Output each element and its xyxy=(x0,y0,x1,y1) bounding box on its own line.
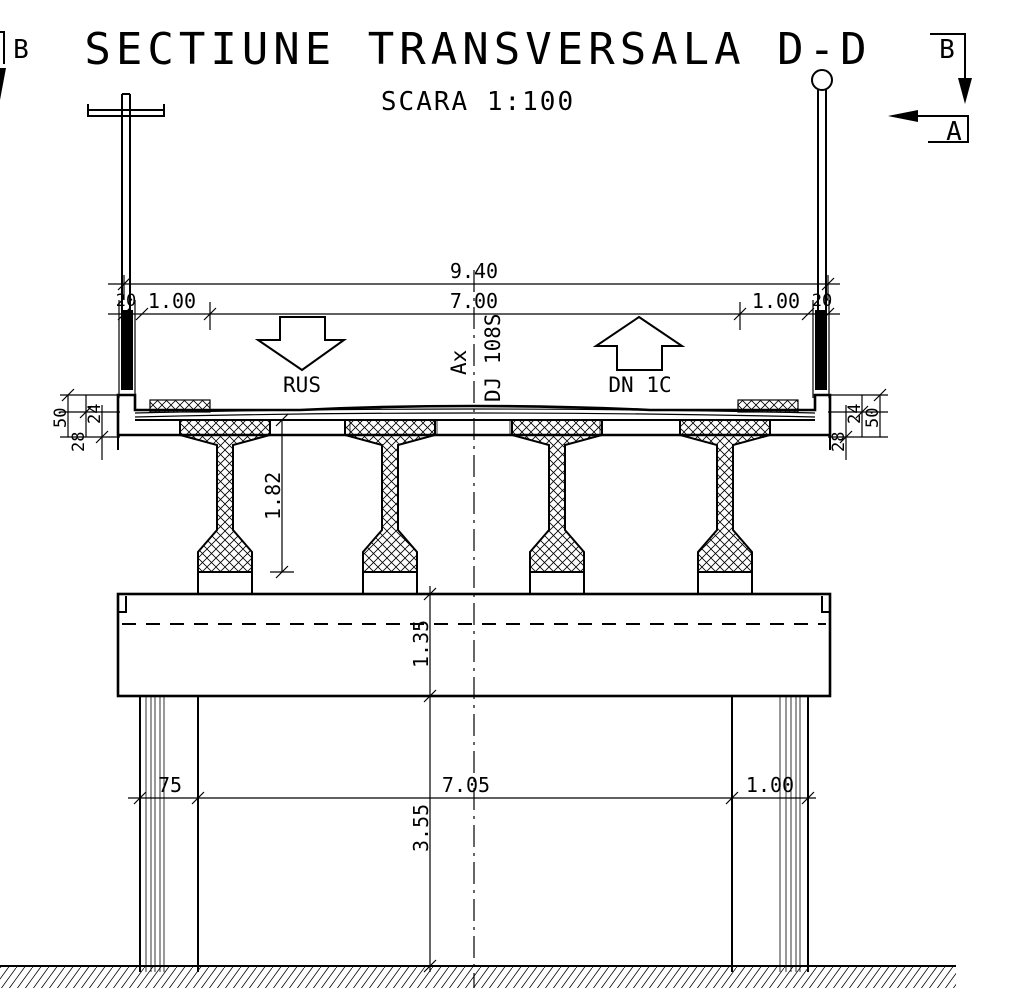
scale-label: SCARA 1:100 xyxy=(381,87,575,117)
dimension-beam-height: 1.82 xyxy=(261,413,294,579)
axis-label-ax: Ax xyxy=(447,350,471,375)
section-marker-left: B xyxy=(0,31,31,100)
axis-label-road: DJ 108S xyxy=(481,313,505,402)
section-marker-left-label: B xyxy=(13,35,31,65)
traffic-direction-left: RUS xyxy=(283,373,321,397)
precast-beam xyxy=(679,419,771,595)
ground-line xyxy=(0,965,956,988)
dimension-total-width: 9.40 xyxy=(108,259,840,300)
dimension-column-spacing: 75 7.05 1.00 xyxy=(128,773,816,805)
dim-total-width: 9.40 xyxy=(450,259,498,283)
precast-beam xyxy=(511,419,603,595)
right-column xyxy=(731,696,809,972)
dim-column-spacing: 7.05 xyxy=(442,773,490,797)
dim-column-left: 75 xyxy=(158,773,182,797)
dim-left-28: 28 xyxy=(69,432,89,452)
dim-column-height: 3.55 xyxy=(409,804,433,852)
traffic-direction-right: DN 1C xyxy=(608,373,671,397)
dim-left-50: 50 xyxy=(51,408,71,428)
drawing-title: SECTIUNE TRANSVERSALA D-D xyxy=(84,24,871,75)
dimension-carriageway: 7.00 1.00 1.00 20 20 xyxy=(108,289,840,330)
section-marker-right-top-label: B xyxy=(939,35,957,65)
traffic-arrow-down: RUS xyxy=(254,316,348,397)
dim-carriageway: 7.00 xyxy=(450,289,498,313)
right-edge-dimensions: 28 24 50 xyxy=(828,388,888,460)
dim-parapet-left: 20 xyxy=(116,291,136,311)
left-parapet xyxy=(118,300,136,398)
right-parapet xyxy=(812,300,830,398)
deck-slab xyxy=(116,393,832,450)
precast-beam xyxy=(179,419,271,595)
traffic-arrow-up: DN 1C xyxy=(592,315,686,397)
dimension-heights: 1.35 3.55 xyxy=(409,586,437,973)
section-marker-right: B A xyxy=(888,33,972,147)
precast-beam xyxy=(344,419,436,595)
axis-label: Ax DJ 108S xyxy=(447,313,505,402)
dim-right-28: 28 xyxy=(829,432,849,452)
dim-beam-height: 1.82 xyxy=(261,472,285,520)
dim-sidewalk-right: 1.00 xyxy=(752,289,800,313)
dim-left-24: 24 xyxy=(85,404,105,424)
dim-cap-height: 1.35 xyxy=(409,620,433,668)
dim-parapet-right: 20 xyxy=(812,291,832,311)
section-marker-right-bottom-label: A xyxy=(946,117,964,147)
left-edge-dimensions: 50 28 24 xyxy=(51,388,120,460)
dim-sidewalk-left: 1.00 xyxy=(148,289,196,313)
dim-column-right: 1.00 xyxy=(746,773,794,797)
left-column xyxy=(139,696,199,972)
dim-right-50: 50 xyxy=(863,408,883,428)
dim-right-24: 24 xyxy=(845,404,865,424)
